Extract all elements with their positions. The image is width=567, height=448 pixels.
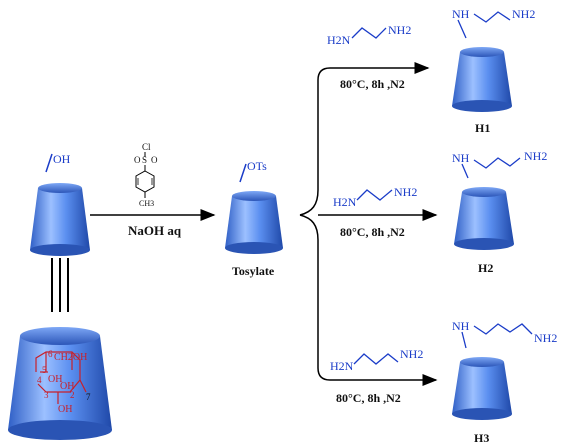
equivalence-lines — [51, 258, 69, 312]
branch2-conditions: 80°C, 8h ,N2 — [340, 225, 405, 239]
product2-cone-bottom — [454, 238, 514, 250]
glucose-c2-label: 2 — [70, 390, 75, 400]
glucose-oh3-label: OH — [60, 381, 74, 392]
branch-bracket-upper — [299, 67, 331, 216]
branch2-amine-left: H2N — [333, 195, 357, 209]
glucose-c7-label: 7 — [86, 392, 91, 402]
branch1-conditions: 80°C, 8h ,N2 — [340, 77, 405, 91]
cyclodextrin-cone-top — [38, 183, 82, 193]
large-cone-top — [20, 327, 100, 345]
glucose-c3-label: 3 — [44, 390, 49, 400]
large-cone-bottom — [8, 420, 112, 440]
tosylate-name: Tosylate — [232, 264, 275, 278]
branch-1: H2N NH2 80°C, 8h ,N2 NH NH2 H1 — [327, 7, 535, 135]
tosylate-cone-body — [225, 196, 283, 248]
tosyl-chloride-reagent: Cl O S O CH3 — [134, 142, 158, 208]
step1-conditions: NaOH aq — [128, 223, 182, 238]
product1-nh2: NH2 — [512, 7, 535, 21]
detailed-cyclodextrin: 6 CH2OH 5 OH 4 OH 3 2 OH 7 — [8, 327, 112, 440]
hydroxymethyl-bond — [45, 153, 53, 173]
tosylate-cone-top — [232, 191, 276, 201]
product2-cone-body — [454, 192, 514, 244]
tosylate-cone-bottom — [225, 242, 283, 254]
product3-nh: NH — [452, 319, 470, 333]
branch2-amine-right: NH2 — [394, 185, 417, 199]
product1-cone-body — [452, 52, 512, 106]
glucose-c4-label: 4 — [37, 375, 42, 385]
tscl-s-label: S — [142, 155, 147, 165]
ots-label: OTs — [247, 159, 267, 173]
benzene-ring — [135, 170, 155, 193]
product3-nh2: NH2 — [534, 331, 557, 345]
branch-2: H2N NH2 80°C, 8h ,N2 NH NH2 H2 — [318, 149, 547, 275]
branch1-amine-left: H2N — [327, 33, 351, 47]
glucose-c5-label: 5 — [42, 365, 47, 375]
cyclodextrin-cone-body — [30, 188, 90, 250]
starting-cyclodextrin: OH — [30, 152, 90, 256]
product3-name: H3 — [474, 431, 489, 445]
glucose-oh2-label: OH — [58, 404, 72, 415]
oh-label: OH — [53, 152, 71, 166]
branch1-amine-right: NH2 — [388, 23, 411, 37]
product3-cone-bottom — [452, 408, 512, 420]
branch3-amine-right: NH2 — [400, 347, 423, 361]
glucose-oh4-label: OH — [48, 374, 62, 385]
product3-cone-top — [460, 357, 504, 367]
tscl-cl-label: Cl — [142, 142, 151, 152]
product2-nh: NH — [452, 151, 470, 165]
product2-nh2: NH2 — [524, 149, 547, 163]
branch-bracket-lower — [299, 214, 331, 381]
product2-cone-top — [462, 187, 506, 197]
branch-3: H2N NH2 80°C, 8h ,N2 NH NH2 H3 — [330, 319, 557, 445]
tscl-methyl-label: CH3 — [139, 199, 154, 208]
product1-nh: NH — [452, 7, 470, 21]
large-cone-body — [8, 336, 112, 430]
product1-cone-top — [460, 47, 504, 57]
tscl-o-right-label: O — [151, 155, 158, 165]
product3-cone-body — [452, 362, 512, 414]
product1-name: H1 — [475, 121, 490, 135]
cyclodextrin-cone-bottom — [30, 244, 90, 256]
product2-name: H2 — [478, 261, 493, 275]
tscl-o-left-label: O — [134, 155, 141, 165]
glucose-c6-label: 6 — [48, 349, 53, 359]
branch3-amine-left: H2N — [330, 359, 354, 373]
branch3-conditions: 80°C, 8h ,N2 — [336, 391, 401, 405]
glucose-ch2oh-label: CH2OH — [54, 352, 87, 363]
product1-cone-bottom — [452, 100, 512, 112]
glucose-unit-structure — [35, 351, 87, 404]
tosylate-cyclodextrin: OTs — [225, 159, 283, 254]
